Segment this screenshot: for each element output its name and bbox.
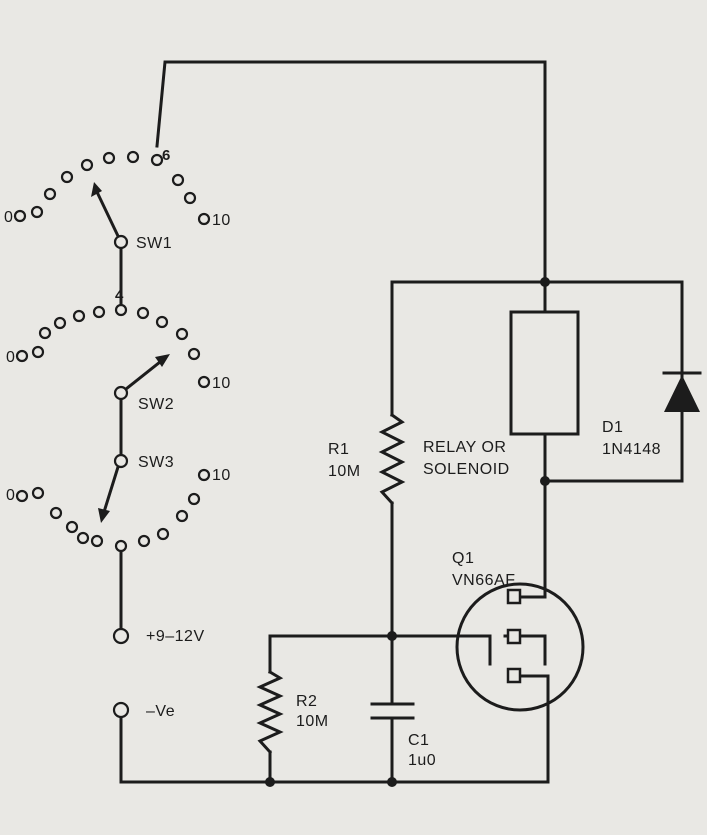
q1-value: VN66AF xyxy=(452,572,515,589)
junction-top xyxy=(540,277,550,287)
sw2-first-label: 0 xyxy=(6,349,15,366)
sw1-tap-label: 6 xyxy=(162,147,170,164)
junction-drain xyxy=(540,476,550,486)
sw2-pivot xyxy=(113,385,129,401)
c1-value: 1u0 xyxy=(408,752,436,769)
wire-ground-rail xyxy=(119,716,550,784)
terminal-positive xyxy=(112,627,130,645)
sw1-first-label: 0 xyxy=(4,209,13,226)
sw3-last-label: 10 xyxy=(212,467,231,484)
sw3-pivot xyxy=(113,453,129,469)
wire-top-loop xyxy=(155,60,547,284)
sw1-label: SW1 xyxy=(136,235,172,252)
negative-supply-label: –Ve xyxy=(146,703,175,720)
sw2-last-label: 10 xyxy=(212,375,231,392)
resistor-r2 xyxy=(256,669,284,755)
positive-supply-label: +9–12V xyxy=(146,628,205,645)
wire-source xyxy=(518,674,550,784)
c1-ref: C1 xyxy=(408,732,429,749)
junction-ground-r2 xyxy=(265,777,275,787)
labels: 6 0 10 SW1 4 0 10 SW2 SW3 10 0 +9–12V –V… xyxy=(4,147,661,769)
d1-value: 1N4148 xyxy=(602,441,661,458)
relay-label-line2: SOLENOID xyxy=(423,461,510,478)
diode-d1 xyxy=(662,366,702,414)
junctions xyxy=(265,277,550,787)
switch-sw2 xyxy=(15,303,211,401)
sw1-pivot xyxy=(113,234,129,250)
r2-value: 10M xyxy=(296,713,329,730)
sw3-label: SW3 xyxy=(138,454,174,471)
mosfet-q1 xyxy=(455,582,585,712)
d1-ref: D1 xyxy=(602,419,623,436)
capacitor-c1 xyxy=(370,702,415,720)
wire-gate-rail xyxy=(268,634,492,674)
r2-ref: R2 xyxy=(296,693,317,710)
wire-top-rail xyxy=(390,280,684,370)
r1-ref: R1 xyxy=(328,441,349,458)
relay-label-line1: RELAY OR xyxy=(423,439,506,456)
sw2-tap-label: 4 xyxy=(115,287,124,304)
sw1-last-label: 10 xyxy=(212,212,231,229)
wire-drain xyxy=(518,479,547,599)
q1-ref: Q1 xyxy=(452,550,474,567)
terminal-negative xyxy=(112,701,130,719)
junction-gate xyxy=(387,631,397,641)
wire-diode-bottom xyxy=(543,410,684,483)
r1-value: 10M xyxy=(328,463,361,480)
relay-solenoid xyxy=(509,310,580,436)
sw2-label: SW2 xyxy=(138,396,174,413)
switch-sw3 xyxy=(15,453,211,553)
resistor-r1 xyxy=(378,412,406,506)
junction-ground-c1 xyxy=(387,777,397,787)
switch-sw1 xyxy=(13,150,211,250)
sw3-first-label: 0 xyxy=(6,487,15,504)
